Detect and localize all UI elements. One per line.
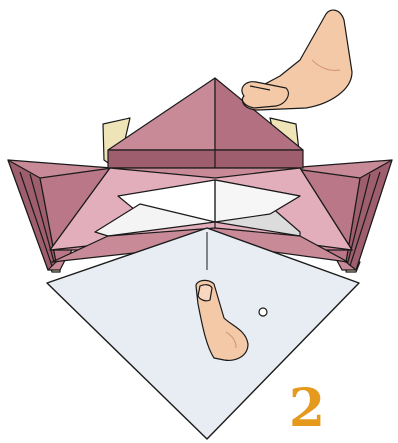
top-hand-icon bbox=[242, 10, 352, 110]
step-number: 2 bbox=[283, 384, 331, 434]
fold-marker-circle bbox=[259, 308, 267, 316]
